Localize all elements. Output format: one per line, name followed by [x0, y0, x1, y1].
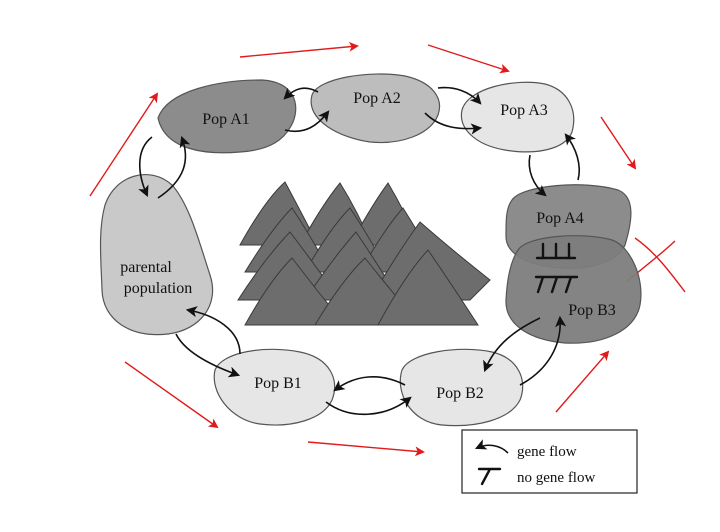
flow-a3-to-a2: [424, 112, 483, 135]
label-pop-b3: Pop B3: [568, 302, 616, 319]
pop-a1-shape: [157, 79, 297, 154]
flow-parental-to-a1: [157, 135, 191, 199]
legend-no-gene-flow-label: no gene flow: [517, 470, 595, 486]
flow-b3-to-b2: [483, 317, 541, 373]
lower-barrier-icon: [534, 275, 579, 294]
label-pop-a4: Pop A4: [536, 210, 584, 227]
legend: gene flow no gene flow: [461, 429, 638, 494]
parental-population-shape: [99, 174, 214, 336]
pop-a2-shape: [310, 73, 440, 144]
flow-parental-to-b1: [175, 333, 241, 378]
red-arrow-top-left: [239, 41, 359, 58]
populations: [99, 73, 642, 427]
flow-b2-to-b1: [333, 375, 406, 392]
label-pop-b1: Pop B1: [254, 375, 302, 392]
barrier-symbols: [534, 242, 579, 294]
gene-flow-arrows: [138, 86, 581, 416]
label-parental-line1: parental: [120, 259, 172, 276]
flow-a1-to-parental: [138, 136, 153, 198]
flow-b1-to-b2: [325, 396, 412, 416]
red-arrow-top-right: [427, 44, 510, 74]
flow-b2-to-b3: [519, 315, 567, 386]
fitness-landscape: [237, 181, 491, 326]
label-parental-line2: population: [124, 280, 192, 297]
population-labels: Pop A1 Pop A2 Pop A3 Pop A4 Pop B3 paren…: [120, 90, 616, 402]
legend-box: [461, 429, 638, 494]
red-arrow-right: [600, 116, 637, 170]
label-pop-b2: Pop B2: [436, 385, 484, 402]
flow-a2-to-a3: [437, 86, 482, 105]
no-gene-flow-icon: [477, 467, 502, 486]
upper-barrier-icon: [535, 242, 577, 260]
flow-b1-to-parental: [185, 306, 241, 355]
flow-a3-to-a4: [528, 154, 547, 197]
pop-b3-shape: [505, 235, 642, 344]
red-arrow-bottom-left: [124, 361, 219, 429]
gene-flow-icon: [474, 439, 509, 454]
red-arrow-left: [89, 92, 159, 197]
flow-a1-to-a2: [284, 110, 330, 132]
pop-a3-shape: [460, 81, 575, 153]
flow-a2-to-a1: [283, 87, 319, 100]
annotation-arrows: [89, 41, 686, 457]
red-arrow-bottom-right: [555, 350, 610, 413]
label-pop-a1: Pop A1: [202, 111, 250, 128]
flow-a4-to-a3: [564, 133, 581, 181]
legend-gene-flow-label: gene flow: [517, 444, 577, 460]
label-pop-a3: Pop A3: [500, 102, 548, 119]
pop-b1-shape: [213, 348, 336, 426]
red-arrow-bottom: [307, 441, 425, 457]
label-pop-a2: Pop A2: [353, 90, 401, 107]
red-cross-stroke-1: [634, 237, 686, 293]
